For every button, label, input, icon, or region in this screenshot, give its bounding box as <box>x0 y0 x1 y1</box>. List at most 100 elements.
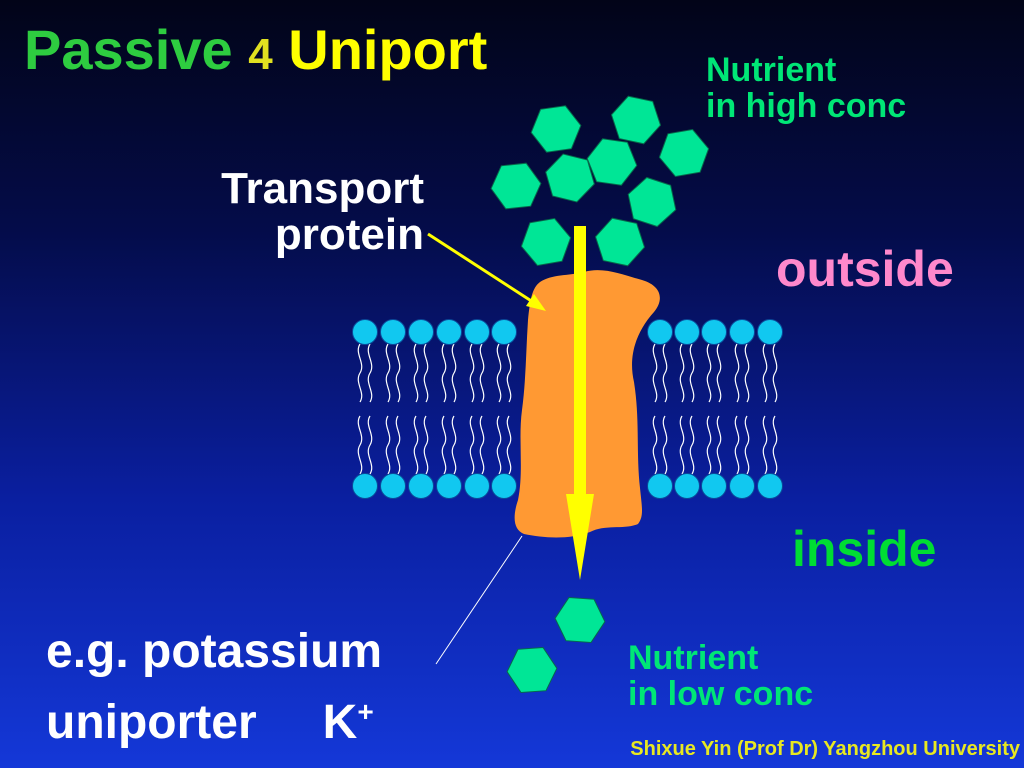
nutrient-hexagon <box>627 176 677 228</box>
nutrient-high-line1: Nutrient <box>706 51 837 89</box>
transport-arrow-shaft <box>574 226 586 498</box>
lipid-tail <box>479 343 485 403</box>
nutrient-hexagon <box>520 217 572 267</box>
lipid-tail <box>451 415 457 475</box>
lipid-head <box>757 319 783 345</box>
lipid-tail <box>762 343 768 403</box>
lipid-head <box>464 319 490 345</box>
lipid-tail <box>734 343 740 403</box>
outside-label: outside <box>776 241 954 297</box>
lipid-tail <box>496 415 502 475</box>
lipid-head <box>491 473 517 499</box>
nutrient-hexagon <box>506 646 558 694</box>
protein-callout-arrow <box>427 232 537 306</box>
transport-protein <box>514 270 660 538</box>
lipid-tail <box>679 343 685 403</box>
lipid-tail <box>385 343 391 403</box>
lipid-tail <box>423 415 429 475</box>
lipid-tail <box>762 415 768 475</box>
lipid-tail <box>413 343 419 403</box>
example-label: e.g. potassium uniporter K+ <box>46 622 382 753</box>
lipid-tail <box>395 343 401 403</box>
lipid-tail <box>367 415 373 475</box>
example-uniporter: uniporter <box>46 696 257 749</box>
lipid-head <box>436 319 462 345</box>
lipid-head <box>729 319 755 345</box>
protein-callout-arrowhead <box>526 294 546 311</box>
lipid-tail <box>772 415 778 475</box>
lipid-tail <box>423 343 429 403</box>
lipid-tail <box>357 415 363 475</box>
example-pointer-line <box>435 535 523 665</box>
lipid-tail <box>413 415 419 475</box>
lipid-head <box>464 473 490 499</box>
lipid-head <box>757 473 783 499</box>
nutrient-high-label: Nutrient in high conc <box>706 52 906 124</box>
lipid-tail <box>652 415 658 475</box>
lipid-tail <box>662 415 668 475</box>
lipid-head <box>352 473 378 499</box>
ion-charge: + <box>357 696 374 727</box>
lipid-head <box>408 473 434 499</box>
lipid-tail <box>689 343 695 403</box>
nutrient-hexagon <box>610 95 662 145</box>
lipid-tail <box>395 415 401 475</box>
title-word-passive: Passive <box>24 18 233 81</box>
lipid-tails <box>357 343 778 475</box>
lipid-head <box>701 319 727 345</box>
title-number: 4 <box>248 30 273 79</box>
author-credit: Shixue Yin (Prof Dr) Yangzhou University <box>630 738 1020 760</box>
nutrient-low-label: Nutrient in low conc <box>628 640 813 712</box>
lipid-tail <box>744 415 750 475</box>
nutrient-hexagon <box>490 162 542 210</box>
nutrient-low-line1: Nutrient <box>628 639 759 677</box>
lipid-head <box>729 473 755 499</box>
lipid-tail <box>679 415 685 475</box>
potassium-ion: K+ <box>323 682 374 753</box>
inside-label: inside <box>792 521 937 577</box>
lipid-tail <box>469 415 475 475</box>
example-line1: e.g. potassium <box>46 625 383 678</box>
lipid-head <box>436 473 462 499</box>
lipid-tail <box>506 343 512 403</box>
nutrient-hexagon <box>594 217 646 267</box>
lipid-tail <box>772 343 778 403</box>
lipid-tail <box>441 415 447 475</box>
slide-title: Passive 4 Uniport <box>24 22 487 78</box>
nutrient-hexagon <box>545 153 595 203</box>
lipid-tail <box>357 343 363 403</box>
nutrient-hexagon <box>530 105 582 153</box>
transport-protein-line1: Transport <box>221 164 424 213</box>
lipid-head <box>701 473 727 499</box>
example-line2: uniporter K+ <box>46 682 382 753</box>
lipid-head <box>491 319 517 345</box>
lipid-head <box>352 319 378 345</box>
nutrient-hexagon <box>658 128 710 178</box>
title-word-uniport: Uniport <box>288 18 488 81</box>
lipid-heads <box>352 319 783 499</box>
lipid-head <box>674 319 700 345</box>
lipid-head <box>647 319 673 345</box>
lipid-tail <box>716 415 722 475</box>
lipid-tail <box>652 343 658 403</box>
nutrient-hexagon <box>586 138 638 186</box>
lipid-tail <box>689 415 695 475</box>
transport-protein-line2: protein <box>274 210 424 259</box>
lipid-tail <box>479 415 485 475</box>
lipid-tail <box>716 343 722 403</box>
lipid-tail <box>706 343 712 403</box>
ion-symbol: K <box>322 696 358 749</box>
lipid-tail <box>451 343 457 403</box>
lipid-tail <box>385 415 391 475</box>
lipid-head <box>647 473 673 499</box>
transport-arrow-head <box>566 494 594 580</box>
lipid-tail <box>441 343 447 403</box>
nutrient-low-line2: in low conc <box>628 675 814 713</box>
transport-protein-label: Transport protein <box>221 166 424 258</box>
lipid-tail <box>506 415 512 475</box>
lipid-tail <box>706 415 712 475</box>
nutrient-hexagon <box>554 596 606 644</box>
lipid-head <box>380 473 406 499</box>
lipid-head <box>380 319 406 345</box>
